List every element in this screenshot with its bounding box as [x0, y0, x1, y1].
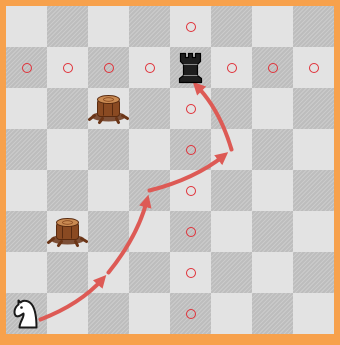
- knight-path-arrow: [109, 200, 148, 273]
- tree-stump-icon: [90, 96, 128, 123]
- chess-board: [6, 6, 334, 334]
- knight-path-arrow: [150, 155, 225, 190]
- white-knight-icon[interactable]: [15, 301, 37, 328]
- board-overlay: [6, 6, 334, 334]
- tree-stump-icon: [49, 219, 87, 246]
- knight-path-arrow: [41, 279, 103, 320]
- black-rook-icon[interactable]: [180, 54, 202, 83]
- knight-path-arrow: [196, 85, 231, 149]
